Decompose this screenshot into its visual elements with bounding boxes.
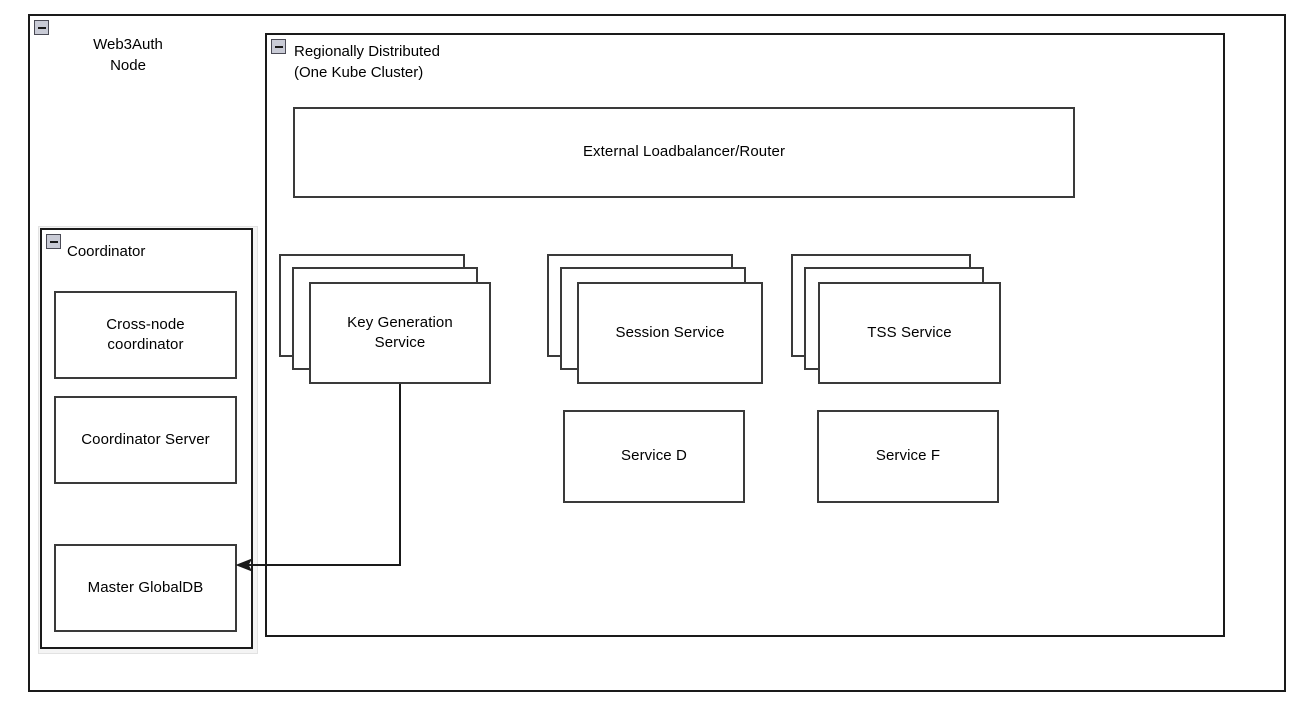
node-coordinator-server[interactable]: Coordinator Server	[54, 396, 237, 484]
node-label-service-d: Service D	[621, 447, 687, 465]
stack-session-service[interactable]: Session Service	[547, 254, 763, 384]
node-label-coordinator-server: Coordinator Server	[81, 430, 210, 448]
container-label-regionally-distributed: Regionally Distributed (One Kube Cluster…	[294, 43, 440, 81]
node-label-session-service: Session Service	[615, 323, 725, 341]
node-key-generation-service[interactable]: Key Generation Service	[309, 282, 491, 384]
node-session-service[interactable]: Session Service	[577, 282, 763, 384]
node-label-tss-service: TSS Service	[867, 323, 952, 341]
node-label-master-globaldb: Master GlobalDB	[87, 578, 204, 596]
collapse-minus-icon-region[interactable]	[271, 39, 286, 54]
node-cross-node-coordinator[interactable]: Cross-node coordinator	[54, 291, 237, 379]
node-label-key-generation-service: Key Generation Service	[347, 313, 453, 351]
node-tss-service[interactable]: TSS Service	[818, 282, 1001, 384]
node-label-external-loadbalancer: External Loadbalancer/Router	[582, 143, 786, 161]
node-service-d[interactable]: Service D	[563, 410, 745, 503]
stack-tss-service[interactable]: TSS Service	[791, 254, 1001, 384]
collapse-minus-icon-web3auth[interactable]	[34, 20, 49, 35]
node-label-service-f: Service F	[875, 447, 941, 465]
container-label-web3auth-node: Web3Auth Node	[93, 36, 163, 74]
node-label-cross-node-coordinator: Cross-node coordinator	[106, 315, 185, 353]
container-label-coordinator: Coordinator	[67, 243, 146, 260]
node-external-loadbalancer-router[interactable]: External Loadbalancer/Router	[293, 107, 1075, 198]
collapse-minus-icon-coordinator[interactable]	[46, 234, 61, 249]
node-master-globaldb[interactable]: Master GlobalDB	[54, 544, 237, 632]
stack-key-generation-service[interactable]: Key Generation Service	[279, 254, 491, 384]
node-service-f[interactable]: Service F	[817, 410, 999, 503]
